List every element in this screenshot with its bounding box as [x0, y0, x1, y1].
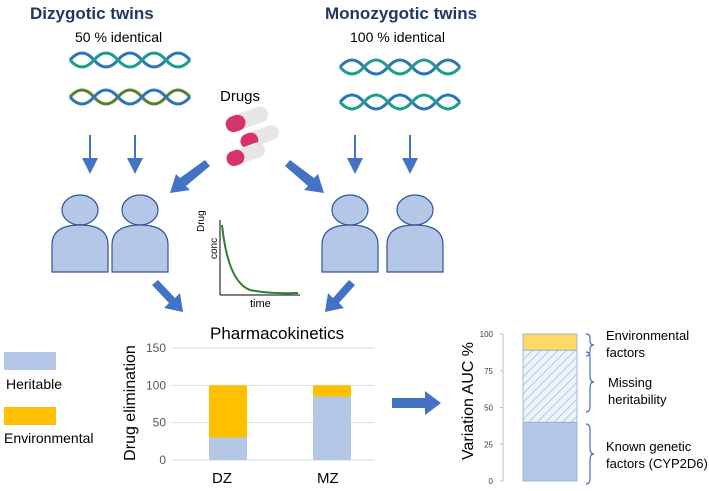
pk-inset-ylabel-1: Drug	[196, 210, 207, 232]
chart1-bar-dz-heritable	[209, 437, 247, 460]
pills-icon	[225, 106, 279, 166]
label-known-genetic: Known genetic	[606, 439, 692, 454]
label-missing: Missing	[608, 375, 653, 390]
pk-inset-ylabel: Drug	[196, 210, 207, 232]
mz-title: Monozygotic twins	[325, 4, 478, 23]
person-dz-2-icon	[111, 194, 169, 273]
chart1-cat-dz: DZ	[212, 470, 232, 487]
chart2-ytick: 100	[480, 330, 494, 339]
chart2-ylabel: Variation AUC %	[460, 342, 477, 460]
chart1-ytick: 100	[146, 378, 166, 392]
label-heritability: heritability	[608, 392, 667, 407]
person-mz-1-icon	[321, 194, 379, 273]
large-arrows	[152, 160, 441, 415]
dz-title: Dizygotic twins	[30, 4, 154, 23]
label-cyp2d6: factors (CYP2D6)	[606, 456, 708, 471]
flow-arrows	[82, 135, 418, 174]
pk-inset-curve	[219, 220, 300, 296]
chart1-bar-dz-environmental	[209, 385, 247, 438]
chart1-ylabel: Drug elimination	[122, 345, 139, 461]
pk-title: Pharmacokinetics	[210, 324, 345, 343]
dz-subtitle: 50 % identical	[75, 29, 163, 45]
chart2-ytick: 75	[484, 367, 493, 376]
chart2-ytick: 25	[484, 440, 493, 449]
dna-dz-2-icon	[68, 88, 192, 106]
chart2-segment-2	[522, 333, 578, 351]
chart2-segment-0	[522, 421, 578, 482]
right-brackets	[585, 333, 595, 485]
drugs-label: Drugs	[220, 88, 261, 105]
variation-auc-chart: 0 25 50 75 100	[480, 330, 578, 486]
dna-mz-2-icon	[338, 93, 462, 111]
chart1-bar-mz-environmental	[313, 385, 351, 397]
chart2-ytick: 0	[489, 477, 494, 486]
legend-environmental-swatch	[4, 407, 56, 425]
dna-mz-1-icon	[338, 58, 462, 76]
pk-inset-xlabel: time	[250, 298, 271, 310]
person-mz-2-icon	[386, 194, 444, 273]
person-dz-1-icon	[51, 194, 109, 273]
pk-inset-ylabel-2: conc	[209, 237, 220, 259]
chart2-ytick: 50	[484, 404, 493, 413]
dna-dz-1-icon	[68, 51, 192, 69]
people-group	[51, 194, 444, 273]
pk-inset-ylabel-2-wrap: conc	[209, 238, 220, 259]
label-environmental: Environmental	[606, 328, 690, 343]
mz-subtitle: 100 % identical	[350, 29, 445, 45]
legend-heritable-swatch	[4, 352, 56, 370]
chart1-ytick: 50	[153, 416, 167, 430]
legend-environmental-label: Environmental	[4, 430, 94, 446]
drug-elimination-chart: 0 50 100 150	[146, 341, 375, 467]
chart1-ytick: 150	[146, 341, 166, 355]
chart1-ytick: 0	[159, 453, 166, 467]
legend-heritable-label: Heritable	[6, 376, 63, 392]
chart1-cat-mz: MZ	[317, 470, 339, 487]
chart1-bar-mz-heritable	[313, 396, 351, 460]
label-factors: factors	[606, 345, 646, 360]
chart2-segment-1	[522, 349, 578, 423]
